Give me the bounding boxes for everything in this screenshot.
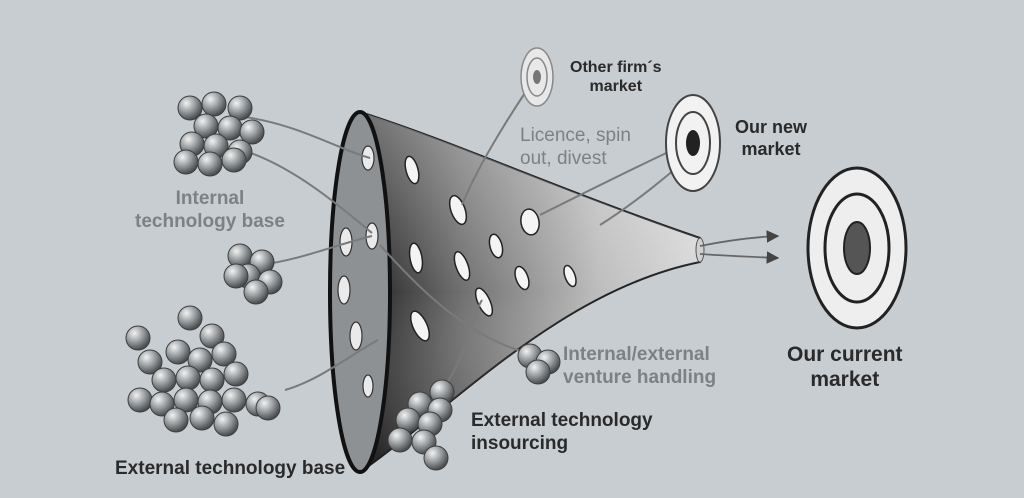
- label-line: Other firm´s: [570, 59, 662, 76]
- technology-sphere-icon: [223, 263, 249, 289]
- technology-sphere-icon: [173, 149, 199, 175]
- funnel-hole: [488, 233, 504, 259]
- label-line: Internal: [175, 188, 245, 209]
- technology-sphere-icon: [243, 279, 269, 305]
- current-market-label: Our current market: [787, 342, 903, 392]
- technology-sphere-icon: [189, 405, 215, 431]
- technology-sphere-icon: [187, 347, 213, 373]
- internal-technology-base-label: Internal technology base: [135, 188, 285, 234]
- other-firm-market-label: Other firm´s market: [570, 58, 662, 96]
- technology-sphere-icon: [165, 339, 191, 365]
- label-line: Our current: [787, 343, 903, 366]
- technology-sphere-icon: [127, 387, 153, 413]
- technology-sphere-icon: [227, 95, 253, 121]
- target-new-market: [665, 94, 721, 192]
- technology-sphere-icon: [137, 349, 163, 375]
- venture-handling-label: Internal/external venture handling: [563, 344, 716, 390]
- label-line: Licence, spin: [520, 125, 631, 146]
- funnel-hole: [453, 251, 471, 281]
- label-line: market: [589, 78, 643, 96]
- technology-sphere-icon: [177, 95, 203, 121]
- funnel-mouth-holes: [337, 145, 379, 398]
- technology-sphere-icon: [239, 119, 265, 145]
- technology-sphere-icon: [125, 325, 151, 351]
- label-line: Internal/external: [563, 344, 710, 365]
- new-market-label: Our new market: [735, 117, 807, 160]
- target-other-firm: [520, 47, 554, 107]
- technology-sphere-icon: [423, 445, 449, 471]
- label-line: Our new: [735, 117, 808, 137]
- technology-sphere-icon: [525, 359, 551, 385]
- technology-sphere-icon: [175, 365, 201, 391]
- label-line: technology base: [135, 210, 285, 232]
- connector-lines: [244, 77, 701, 391]
- funnel-rim-hole: [349, 321, 363, 351]
- technology-spheres: [125, 91, 561, 471]
- technology-sphere-icon: [221, 147, 247, 173]
- technology-sphere-icon: [213, 411, 239, 437]
- technology-sphere-icon: [197, 151, 223, 177]
- technology-sphere-icon: [255, 395, 281, 421]
- technology-sphere-icon: [387, 427, 413, 453]
- technology-sphere-icon: [177, 305, 203, 331]
- technology-sphere-icon: [199, 323, 225, 349]
- exit-arrows: [699, 230, 780, 264]
- external-technology-base-label: External technology base: [115, 458, 346, 479]
- technology-sphere-icon: [199, 367, 225, 393]
- funnel-hole: [563, 264, 577, 288]
- technology-sphere-icon: [211, 341, 237, 367]
- technology-sphere-icon: [163, 407, 189, 433]
- funnel-hole: [520, 208, 540, 236]
- funnel-hole: [408, 242, 424, 274]
- label-line: insourcing: [471, 432, 569, 454]
- label-line: out, divest: [520, 147, 607, 169]
- funnel-hole: [514, 265, 530, 291]
- label-line: market: [741, 138, 801, 159]
- funnel-rim-hole: [337, 275, 351, 305]
- technology-sphere-icon: [149, 391, 175, 417]
- label-line: venture handling: [563, 366, 717, 388]
- licence-label: Licence, spin out, divest: [520, 125, 631, 171]
- technology-sphere-icon: [151, 367, 177, 393]
- technology-sphere-icon: [201, 91, 227, 117]
- label-line: market: [810, 368, 880, 392]
- funnel-rim-hole: [362, 374, 374, 398]
- funnel-hole: [404, 155, 420, 185]
- external-technology-insourcing-label: External technology insourcing: [471, 410, 653, 456]
- target-current-market: [806, 166, 908, 330]
- label-line: External technology: [471, 410, 653, 431]
- funnel-hole: [409, 310, 431, 342]
- technology-sphere-icon: [221, 387, 247, 413]
- technology-sphere-icon: [223, 361, 249, 387]
